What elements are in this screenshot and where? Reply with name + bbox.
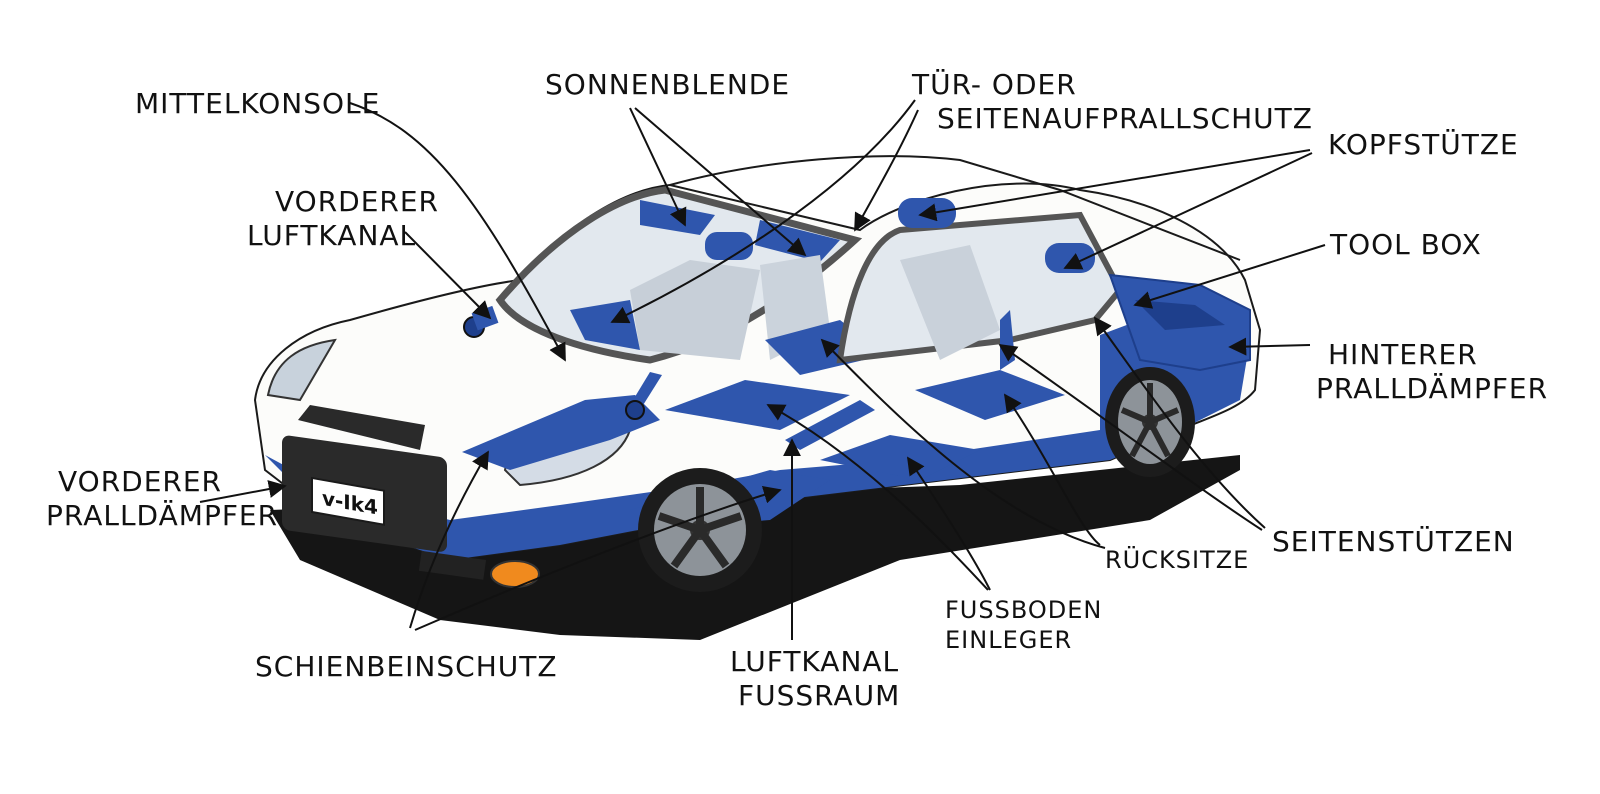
leader-vorderer-prall: [199, 480, 287, 503]
leader-schienbein-1: [409, 450, 489, 629]
label-ruecksitze: RÜCKSITZE: [1105, 545, 1249, 575]
label-vorderer-pralldaempfer: VORDERER PRALLDÄMPFER: [46, 465, 278, 533]
label-luftkanal-fuss-line-1: LUFTKANAL: [730, 645, 900, 678]
label-tuer-line-2: SEITENAUFPRALLSCHUTZ: [937, 102, 1313, 135]
label-sonnenblende: SONNENBLENDE: [545, 68, 790, 102]
leader-luftkanal: [404, 231, 492, 320]
leader-toolbox: [1133, 244, 1326, 309]
label-schienbeinschutz: SCHIENBEINSCHUTZ: [255, 650, 558, 684]
label-tool-box-text: TOOL BOX: [1330, 228, 1482, 261]
leader-lines: [199, 99, 1326, 640]
leader-seitenstuetzen-2: [998, 343, 1263, 531]
leader-ruecksitze-1: [820, 338, 1106, 549]
leader-sonnenblende-1: [629, 107, 687, 227]
floor-mat-front: [665, 380, 850, 430]
left-headlight: [266, 338, 337, 402]
indicator-light: [490, 560, 540, 588]
label-seitenstuetzen-text: SEITENSTÜTZEN: [1272, 525, 1515, 558]
hood-slot: [298, 405, 425, 450]
leader-fussboden-2: [906, 456, 991, 591]
label-luftkanal-fuss-line-2: FUSSRAUM: [738, 679, 901, 712]
label-hinterer-line-1: HINTERER: [1328, 338, 1478, 371]
label-vorderer-prall-line-1: VORDERER: [58, 465, 223, 498]
label-hinterer-line-2: PRALLDÄMPFER: [1316, 372, 1549, 405]
label-mittelkonsole: MITTELKONSOLE: [135, 87, 380, 121]
leader-seitenstuetzen-1: [1093, 316, 1266, 529]
label-kopfstuetze-text: KOPFSTÜTZE: [1328, 128, 1519, 161]
console-vent: [625, 400, 645, 420]
shin-guard-left: [462, 395, 660, 470]
leader-ruecksitze-2: [1003, 393, 1101, 546]
leader-sonnenblende-2: [634, 107, 807, 257]
label-kopfstuetze: KOPFSTÜTZE: [1328, 128, 1519, 162]
rear-wheel: [1105, 367, 1195, 477]
label-mittelkonsole-text: MITTELKONSOLE: [135, 87, 381, 120]
label-hinterer-pralldaempfer: HINTERER PRALLDÄMPFER: [1316, 338, 1548, 406]
trunk-inner: [1135, 300, 1225, 330]
label-fussboden-einleger: FUSSBODEN EINLEGER: [945, 595, 1102, 655]
label-schienbeinschutz-text: SCHIENBEINSCHUTZ: [255, 650, 558, 683]
leader-kopfstuetze-1: [918, 149, 1311, 222]
license-plate: v-Ik4: [311, 476, 385, 526]
label-fussboden-line-2: EINLEGER: [945, 626, 1073, 654]
floor-mat-rear: [820, 435, 980, 480]
label-fussboden-line-1: FUSSBODEN: [945, 596, 1103, 624]
label-seitenstuetzen: SEITENSTÜTZEN: [1272, 525, 1515, 559]
leader-tuer-1: [610, 99, 916, 324]
label-tuer-seitenaufprallschutz: TÜR- ODER SEITENAUFPRALLSCHUTZ: [912, 68, 1313, 136]
label-vorderer-luftkanal-line-2: LUFTKANAL: [247, 219, 417, 252]
label-tuer-line-1: TÜR- ODER: [912, 68, 1077, 101]
rear-seat-cushion: [915, 370, 1065, 420]
label-ruecksitze-text: RÜCKSITZE: [1105, 546, 1250, 574]
leader-schienbein-2: [414, 486, 782, 631]
label-vorderer-luftkanal-line-1: VORDERER: [275, 185, 440, 218]
front-headrest: [705, 232, 753, 260]
leader-mittelkonsole: [349, 102, 566, 362]
leader-hinterer: [1228, 337, 1311, 356]
rear-seat-back: [900, 245, 1000, 360]
leader-fussboden-1: [766, 404, 989, 591]
label-tool-box: TOOL BOX: [1330, 228, 1482, 262]
footwell-duct: [785, 400, 875, 450]
front-seat-left: [630, 260, 760, 360]
leader-tuer-2: [854, 109, 919, 232]
label-sonnenblende-text: SONNENBLENDE: [545, 68, 791, 101]
leader-kopfstuetze-2: [1063, 152, 1313, 270]
label-vorderer-prall-line-2: PRALLDÄMPFER: [46, 499, 279, 532]
label-luftkanal-fussraum: LUFTKANAL FUSSRAUM: [730, 645, 900, 713]
label-vorderer-luftkanal: VORDERER LUFTKANAL: [247, 185, 440, 253]
front-wheel: [638, 468, 762, 592]
